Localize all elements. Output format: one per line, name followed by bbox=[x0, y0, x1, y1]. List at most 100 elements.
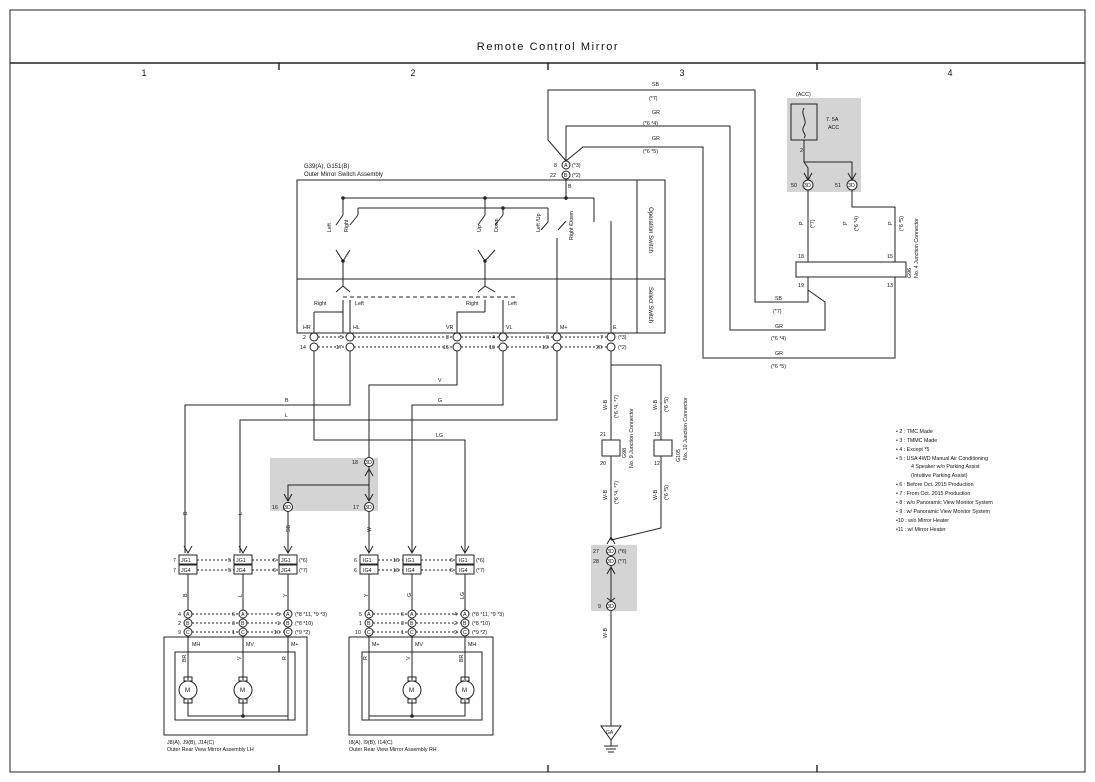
top-pin-a-note: (*3) bbox=[572, 163, 581, 169]
top-pin-22: 22 bbox=[550, 173, 556, 179]
lh-term-m-plus: M+ bbox=[291, 642, 299, 648]
wire-wb-b: W-B bbox=[653, 399, 659, 410]
lh-m3-p1: 9 bbox=[178, 630, 181, 636]
junction4-name: No. 4 Junction Connector bbox=[914, 218, 920, 278]
terminal-hr: HR bbox=[303, 325, 311, 331]
rh-wire-g: G bbox=[407, 593, 413, 597]
pin-b-note: (*2) bbox=[618, 345, 627, 351]
pin-a-hr: 2 bbox=[303, 335, 306, 341]
select-label-left-2: Left bbox=[508, 301, 517, 307]
rh-m3-l2: C bbox=[410, 630, 414, 636]
lh-m1-l3: A bbox=[286, 612, 290, 618]
diagram-frame bbox=[9, 9, 1086, 773]
lh-row2-p1: 7 bbox=[173, 568, 176, 574]
rh-row1-p1: 6 bbox=[354, 558, 357, 564]
rh-wire-r: R bbox=[363, 656, 369, 660]
rh-m2-p2: 3 bbox=[401, 621, 404, 627]
splice-center-17-code: 3D bbox=[365, 505, 372, 511]
lh-m2-l2: B bbox=[241, 621, 245, 627]
lh-wire-b2: B bbox=[183, 593, 189, 597]
diagram-title: Remote Control Mirror bbox=[477, 41, 619, 53]
lh-wire-l: L bbox=[238, 512, 244, 515]
note-4: • 5 : USA 4WD Manual Air Conditioning bbox=[896, 456, 988, 462]
switch-bottom-pins bbox=[309, 332, 616, 352]
rh-m1-note: (*8 *11, *9 *3) bbox=[472, 612, 504, 618]
splice-center bbox=[283, 457, 374, 512]
pin-a-vl: 4 bbox=[492, 335, 495, 341]
lh-m3-l1: C bbox=[186, 630, 190, 636]
wire-p-c-note: (*6 *5) bbox=[899, 216, 905, 231]
lh-m2-l1: B bbox=[186, 621, 190, 627]
lh-mirror-code: J8(A), J9(B), J14(C) bbox=[167, 740, 214, 746]
operation-switch-label: Operation Switch bbox=[647, 207, 653, 253]
wire-gr-top2: GR bbox=[652, 136, 660, 142]
rh-m2-note: (*8 *10) bbox=[472, 621, 490, 627]
wire-gr-right2-note: (*6 *5) bbox=[771, 364, 786, 370]
lh-mirror-labels: MH MV M+ BR V R M M J8(A), J9(B), J14(C)… bbox=[167, 642, 299, 753]
rh-m3-l1: C bbox=[367, 630, 371, 636]
rh-m1-p3: 4 bbox=[454, 612, 457, 618]
rh-ig4-b: IG4 bbox=[406, 568, 415, 574]
pin-b-hr: 14 bbox=[300, 345, 306, 351]
lh-m1-l2: A bbox=[241, 612, 245, 618]
rh-m3-p3: 9 bbox=[454, 630, 457, 636]
lh-m1-p2: 6 bbox=[232, 612, 235, 618]
note-12: •11 : w/ Mirror Heater bbox=[896, 527, 946, 533]
lh-m1-l1: A bbox=[186, 612, 190, 618]
rh-ig1-a: IG1 bbox=[363, 558, 372, 564]
terminal-m-plus: M+ bbox=[560, 325, 568, 331]
rh-m3-p1: 10 bbox=[355, 630, 361, 636]
terminal-hl: HL bbox=[353, 325, 360, 331]
lh-row1-p1: 7 bbox=[173, 558, 176, 564]
bottom-pin-numbers: 2 14 5 17 3 15 4 16 6 19 7 20 (*3) (*2) bbox=[300, 335, 627, 351]
pin-b-e: 20 bbox=[596, 345, 602, 351]
rh-wire-lg: LG bbox=[460, 592, 466, 599]
lh-jg4-c: JG4 bbox=[281, 568, 291, 574]
ground-label: GA bbox=[606, 730, 614, 736]
lh-mirror-assembly bbox=[163, 636, 308, 736]
rh-m3-note: (*9 *2) bbox=[472, 630, 487, 636]
splice-right-9-code: 3D bbox=[607, 604, 614, 610]
rh-row1-p3: 6 bbox=[450, 558, 453, 564]
junction10-pin-12: 12 bbox=[654, 461, 660, 467]
lh-connector-labels: JG1 JG4 JG1 JG4 JG1 JG4 7 5 6 (*6) 7 5 6… bbox=[173, 558, 327, 636]
switch-label-left: Left bbox=[327, 223, 333, 232]
lh-m1-p3: 5 bbox=[277, 612, 280, 618]
splice-right-27-note: (*6) bbox=[618, 549, 627, 555]
junction9-pin-20: 20 bbox=[600, 461, 606, 467]
pin-a-vr: 3 bbox=[446, 335, 449, 341]
wire-gr-top1: GR bbox=[652, 110, 660, 116]
lh-m3-note: (*9 *2) bbox=[295, 630, 310, 636]
switch-label-down: Down bbox=[494, 218, 500, 232]
lh-m3-l3: C bbox=[286, 630, 290, 636]
splice-right-28: 28 bbox=[593, 559, 599, 565]
switch-top-pins bbox=[561, 160, 571, 180]
fuse-pin-51: 51 bbox=[835, 183, 841, 189]
splice-center-18: 18 bbox=[352, 460, 358, 466]
lh-row2-note: (*7) bbox=[299, 568, 308, 574]
wire-wb-c-note: (*6 *4, *7) bbox=[614, 481, 620, 504]
rh-m1-l3: A bbox=[463, 612, 467, 618]
switch-assembly-name: Outer Mirror Switch Assembly bbox=[304, 172, 383, 178]
junction10-name: No. 10 Junction Connector bbox=[683, 397, 689, 460]
rh-wire-y: Y bbox=[364, 593, 370, 597]
note-7: • 6 : Before Oct. 2015 Production bbox=[896, 482, 974, 488]
wire-wb-d-note: (*6 *5) bbox=[664, 485, 670, 500]
rh-m1-p1: 5 bbox=[359, 612, 362, 618]
fuse-name: ACC bbox=[828, 125, 839, 131]
wire-wb-d: W-B bbox=[653, 489, 659, 500]
splice-right-27: 27 bbox=[593, 549, 599, 555]
notes-block: • 2 : TMC Made • 3 : TMMC Made • 4 : Exc… bbox=[896, 429, 993, 533]
top-pin-8: 8 bbox=[554, 163, 557, 169]
rh-wire-w: W bbox=[367, 527, 373, 532]
junction9-code: G98 bbox=[622, 448, 628, 458]
wire-gr-right2: GR bbox=[775, 351, 783, 357]
lh-wire-y: Y bbox=[283, 593, 289, 597]
lh-wire-br: BR bbox=[182, 654, 188, 662]
lh-m3-p2: 1 bbox=[232, 630, 235, 636]
note-2: • 3 : TMMC Made bbox=[896, 438, 937, 444]
lh-harness-connectors bbox=[178, 554, 298, 637]
rh-harness-connectors bbox=[359, 554, 475, 637]
lh-row1-p2: 5 bbox=[228, 558, 231, 564]
pin-a-e: 7 bbox=[600, 335, 603, 341]
